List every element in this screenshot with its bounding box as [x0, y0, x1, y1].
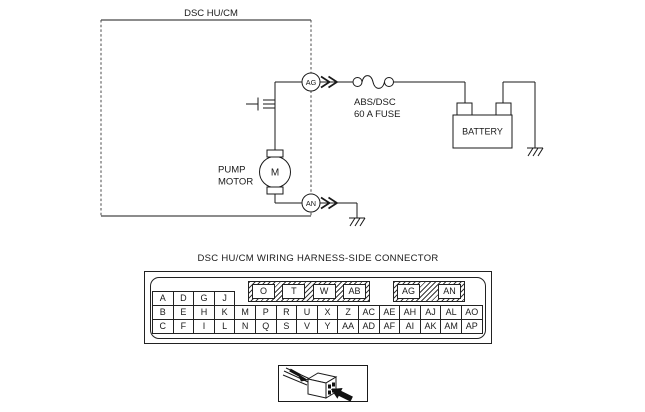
- svg-text:MOTOR: MOTOR: [218, 177, 253, 188]
- pump-motor-symbol: M: [259, 149, 291, 195]
- pin-cell: K: [213, 305, 236, 320]
- pin-cell-highlighted: W: [312, 284, 336, 299]
- pin-cell-highlighted: AG: [397, 284, 420, 299]
- pin-cell-highlighted: AN: [438, 284, 461, 299]
- connector-body-icon: [306, 372, 338, 399]
- pin-cell: N: [234, 319, 256, 334]
- pin-cell: G: [193, 291, 215, 306]
- pin-cell: D: [172, 291, 195, 306]
- fuse-label: ABS/DSC 60 A FUSE: [354, 97, 400, 120]
- module-label: DSC HU/CM: [184, 8, 238, 19]
- pin-cell: F: [172, 319, 195, 334]
- pin-cell: Y: [316, 319, 339, 334]
- pin-cell: Q: [254, 319, 277, 334]
- fuse-symbol: [352, 75, 394, 89]
- battery-symbol: BATTERY: [452, 102, 513, 149]
- ground-symbol-an: [349, 217, 366, 227]
- pin-cell: C: [152, 319, 174, 334]
- pin-cell: E: [172, 305, 195, 320]
- pin-cell: AP: [460, 319, 483, 334]
- connector-pin-row-1: A D G J: [152, 291, 236, 306]
- capacitor-symbol: [246, 97, 275, 111]
- svg-text:60 A FUSE: 60 A FUSE: [354, 109, 400, 120]
- pin-cell: B: [152, 305, 174, 320]
- pin-cell: S: [275, 319, 298, 334]
- pin-cell: J: [213, 291, 236, 306]
- svg-text:ABS/DSC: ABS/DSC: [354, 97, 396, 108]
- pin-cell: AE: [378, 305, 401, 320]
- pin-cell: AA: [337, 319, 359, 334]
- pin-cell: V: [296, 319, 318, 334]
- pin-cell: AO: [460, 305, 483, 320]
- connector-section-title: DSC HU/CM WIRING HARNESS-SIDE CONNECTOR: [197, 253, 439, 264]
- highlighted-pin-group-1: O T W AB: [248, 281, 370, 302]
- connector-pin-row-3: C F I L N Q S V Y AA AD AF AI AK AM AP: [152, 319, 483, 334]
- connector-3d-icon: [278, 365, 368, 402]
- pin-cell: R: [275, 305, 298, 320]
- pin-cell: AF: [378, 319, 401, 334]
- terminal-an: AN: [301, 193, 321, 213]
- pin-cell: AD: [357, 319, 380, 334]
- pin-cell-highlighted: AB: [342, 284, 366, 299]
- svg-text:PUMP: PUMP: [218, 165, 245, 176]
- terminal-ag: AG: [301, 72, 321, 92]
- pin-cell: AJ: [419, 305, 442, 320]
- pin-cell-highlighted: T: [282, 284, 306, 299]
- pin-cell: AC: [357, 305, 380, 320]
- pin-cell: H: [193, 305, 215, 320]
- pin-cell: A: [152, 291, 174, 306]
- pin-cell: I: [193, 319, 215, 334]
- pin-cell: AK: [419, 319, 442, 334]
- connector-view-icon: [278, 365, 368, 407]
- svg-text:AG: AG: [306, 78, 317, 87]
- pin-cell: X: [316, 305, 339, 320]
- chevron-connector-an-icon: [320, 196, 339, 210]
- dsc-module-box: DSC HU/CM: [100, 8, 312, 217]
- pin-cell-highlighted: O: [252, 284, 275, 299]
- connector-pin-row-2: B E H K M P R U X Z AC AE AH AJ AL AO: [152, 305, 483, 320]
- pin-cell: AL: [440, 305, 462, 320]
- circuit-schematic: DSC HU/CM: [100, 8, 544, 227]
- small-arrow-icon: [289, 368, 308, 382]
- pin-cell: P: [254, 305, 277, 320]
- pin-cell: AI: [399, 319, 421, 334]
- pump-motor-label: PUMP MOTOR: [218, 165, 253, 188]
- pin-cell: U: [296, 305, 318, 320]
- pin-cell: L: [213, 319, 236, 334]
- pin-cell: M: [234, 305, 256, 320]
- pin-cell: AM: [440, 319, 462, 334]
- battery-label: BATTERY: [462, 127, 503, 137]
- pin-cell: AH: [399, 305, 421, 320]
- svg-text:AN: AN: [306, 199, 316, 208]
- chevron-connector-ag-icon: [320, 75, 339, 89]
- highlighted-pin-group-2: AG AN: [393, 281, 465, 302]
- ground-symbol-battery: [527, 147, 544, 157]
- motor-m-label: M: [271, 168, 279, 179]
- pin-cell: Z: [337, 305, 359, 320]
- big-arrow-icon: [331, 388, 353, 402]
